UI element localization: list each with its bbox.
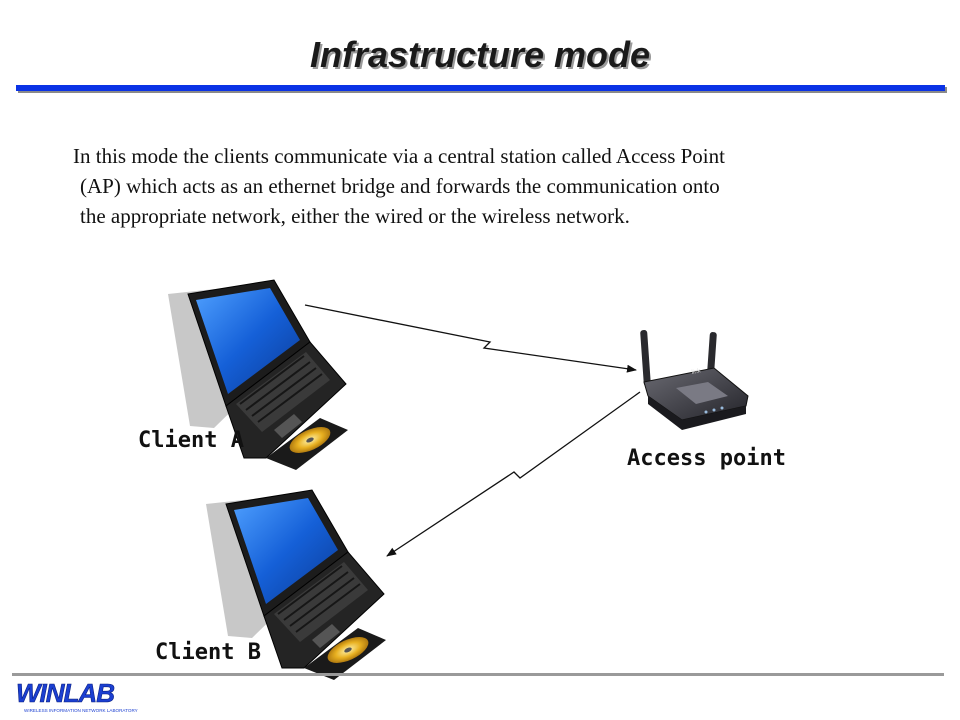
title-underline xyxy=(16,85,945,91)
paragraph-line-3: the appropriate network, either the wire… xyxy=(80,204,630,228)
client-b-label: Client B xyxy=(155,640,261,665)
slide-title: Infrastructure mode xyxy=(309,34,651,75)
svg-text:WINLAB: WINLAB xyxy=(16,678,114,708)
wireless-link-ap-to-b xyxy=(386,391,641,557)
footer-rule xyxy=(12,673,944,676)
access-point-label: Access point xyxy=(627,446,786,471)
svg-text:WIRELESS INFORMATION NETWORK L: WIRELESS INFORMATION NETWORK LABORATORY xyxy=(24,708,138,713)
paragraph-line-1: In this mode the clients communicate via… xyxy=(73,144,725,168)
wireless-link-a-to-ap xyxy=(304,304,637,373)
winlab-logo: WINLAB WIRELESS INFORMATION NETWORK LABO… xyxy=(16,678,138,713)
access-point-router-icon: link xyxy=(640,329,749,430)
paragraph-line-2: (AP) which acts as an ethernet bridge an… xyxy=(80,174,720,198)
svg-text:link: link xyxy=(691,368,702,376)
description-paragraph: In this mode the clients communicate via… xyxy=(70,141,920,231)
client-a-label: Client A xyxy=(138,428,244,453)
